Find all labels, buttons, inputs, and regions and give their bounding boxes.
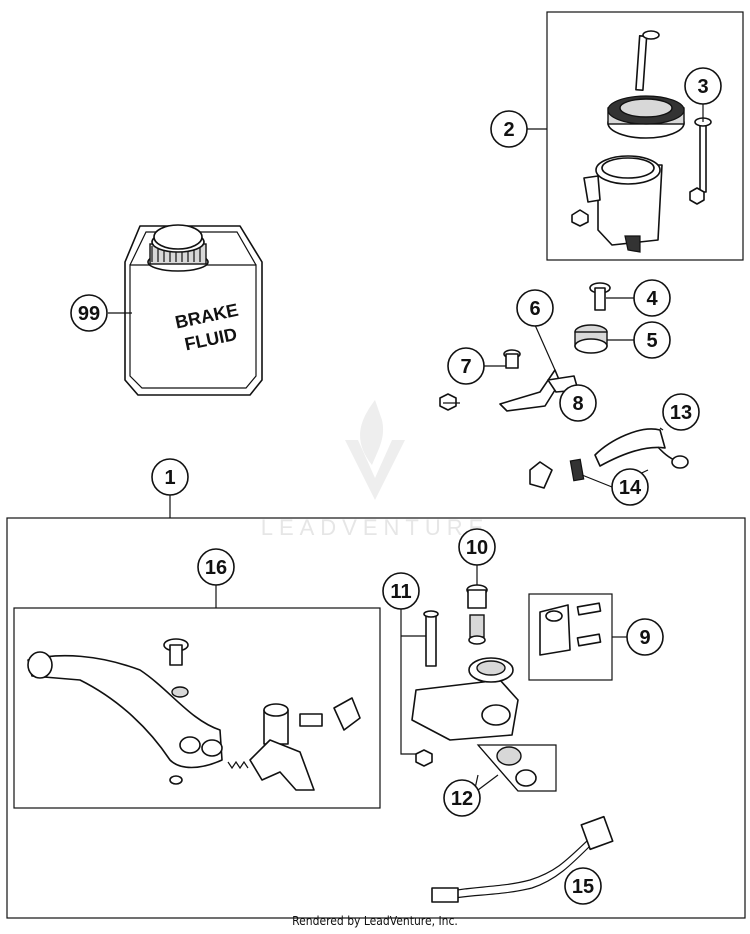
- callout-8-label: 8: [572, 393, 583, 415]
- callout-12-label: 12: [451, 788, 473, 810]
- callout-5: 5: [633, 321, 671, 359]
- callout-13-label: 13: [670, 402, 692, 424]
- callout-14: 14: [611, 468, 649, 506]
- callout-8: 8: [559, 384, 597, 422]
- brake-fluid-bottle: BRAKE FLUID: [124, 224, 263, 396]
- leader-lines: [108, 104, 704, 794]
- callout-16-label: 16: [205, 557, 227, 579]
- hose-parts: [529, 428, 689, 489]
- master-cylinder-box: [6, 517, 746, 919]
- callout-7: 7: [447, 347, 485, 385]
- master-cylinder-body: [411, 610, 519, 767]
- callout-3-label: 3: [697, 76, 708, 98]
- callout-5-label: 5: [646, 330, 657, 352]
- callout-13: 13: [662, 393, 700, 431]
- callout-2: 2: [490, 110, 528, 148]
- callout-10-label: 10: [466, 537, 488, 559]
- callout-16: 16: [197, 548, 235, 586]
- lever-parts: [27, 638, 361, 791]
- lever-box: [13, 607, 381, 809]
- callout-10: 10: [458, 528, 496, 566]
- bleeder-parts: [466, 584, 488, 645]
- callout-1: 1: [151, 458, 189, 496]
- callout-1-label: 1: [164, 467, 175, 489]
- callout-12: 12: [443, 779, 481, 817]
- reservoir-box: [546, 11, 744, 261]
- clamp-parts: [539, 602, 602, 656]
- callout-15-label: 15: [572, 876, 594, 898]
- reservoir-parts: [571, 30, 712, 253]
- callout-4: 4: [633, 279, 671, 317]
- callout-11: 11: [382, 572, 420, 610]
- callout-4-label: 4: [646, 288, 658, 310]
- callout-15: 15: [564, 867, 602, 905]
- callout-3: 3: [684, 67, 722, 105]
- callout-2-label: 2: [503, 119, 514, 141]
- watermark-text: LEADVENTURE: [261, 515, 490, 540]
- seal-parts: [496, 746, 537, 787]
- callout-14-label: 14: [619, 477, 642, 499]
- callout-99: 99: [70, 294, 108, 332]
- cable-part: [431, 815, 614, 903]
- callout-6-label: 6: [529, 298, 540, 320]
- callout-11-label: 11: [390, 581, 411, 603]
- callout-99-label: 99: [78, 303, 100, 325]
- watermark: LEADVENTURE: [261, 400, 490, 540]
- callout-6: 6: [516, 289, 554, 327]
- footer-credit: Rendered by LeadVenture, Inc.: [292, 914, 458, 928]
- callout-9: 9: [626, 618, 664, 656]
- callout-7-label: 7: [460, 356, 471, 378]
- callout-9-label: 9: [639, 627, 650, 649]
